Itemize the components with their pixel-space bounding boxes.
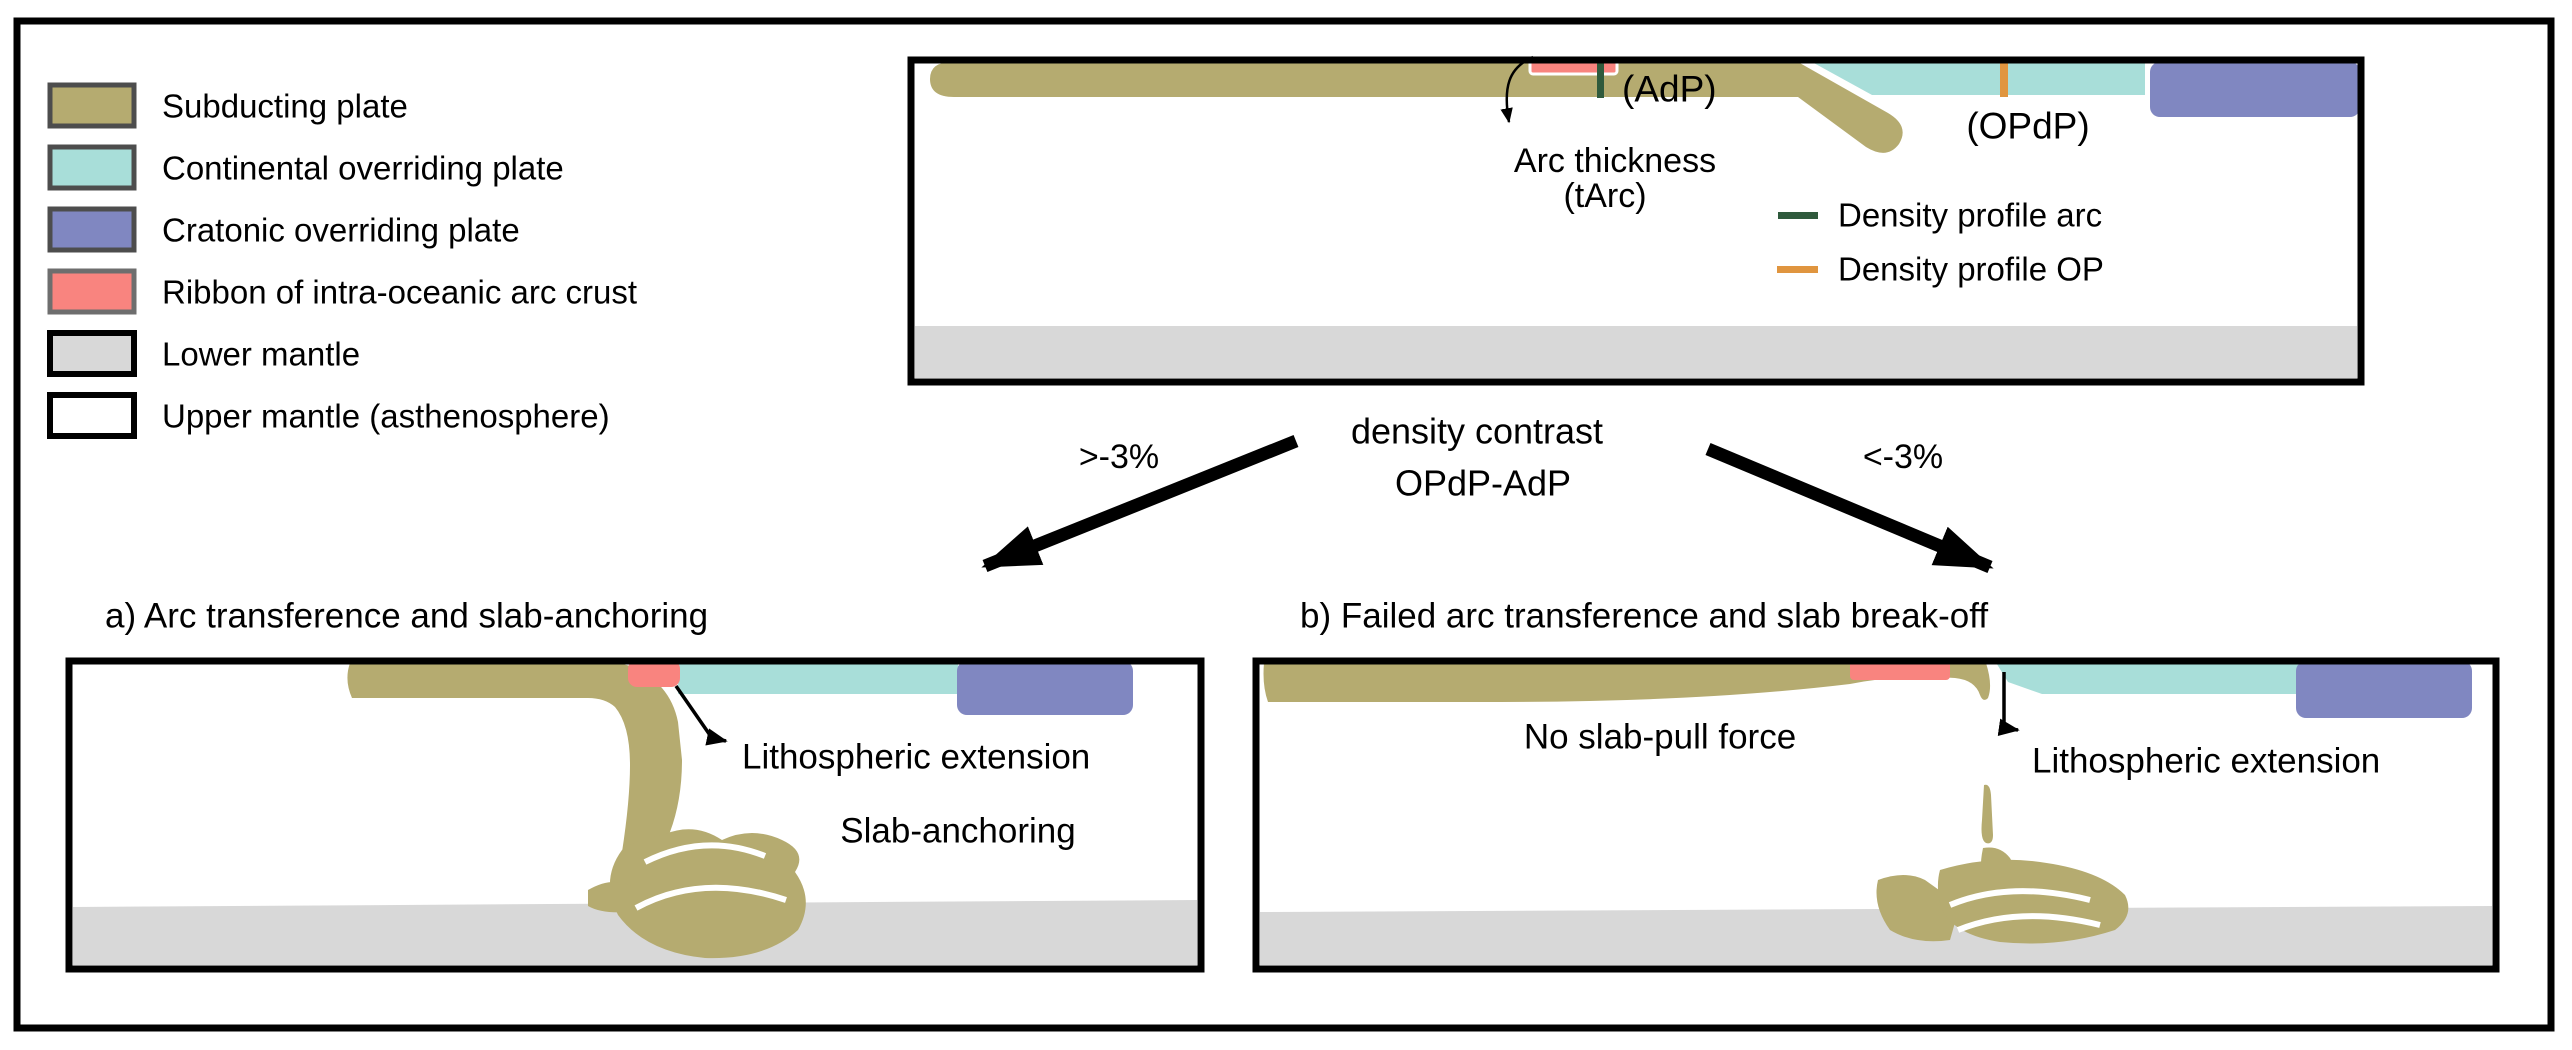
panel-b-lithospheric-extension-label: Lithospheric extension [2032,742,2380,781]
top-panel-border [907,56,2365,386]
panel-a-slab-coil [609,829,806,959]
panel-b-lower-mantle [1260,906,2492,965]
top-panel: (AdP) (OPdP) Arc thickness (tArc) Densit… [907,55,2365,386]
legend-label-continental-overriding-plate: Continental overriding plate [162,150,564,187]
panel-b-arc-ribbon [1850,661,1950,680]
panel-b-lithospheric-extension-arrow [1997,672,2020,736]
legend-label-upper-mantle: Upper mantle (asthenosphere) [162,398,610,435]
panel-b-continental-plate [1995,661,2298,694]
legend-swatch-lower-mantle [47,330,137,377]
top-panel-lower-mantle [915,326,2357,378]
panel-b-slab-strand [1981,784,1993,844]
panel-b: b) Failed arc transference and slab brea… [1252,597,2500,973]
arrow-to-panel-b [1705,443,1994,573]
legend-swatch-subducting-plate [47,82,137,129]
legend: Subducting plate Continental overriding … [47,82,637,439]
panel-a-arc-ribbon [628,660,680,687]
top-panel-subducting-plate [930,62,1903,153]
legend-label-arc-ribbon: Ribbon of intra-oceanic arc crust [162,274,637,311]
density-profile-op-key-icon [1777,266,1818,273]
panel-b-subducting-plate [1263,663,1991,702]
panel-a-lithospheric-extension-arrow [674,685,728,746]
density-profile-op-key-label: Density profile OP [1838,251,2104,288]
panel-b-blob-seam-2 [1956,913,2101,933]
figure-border [13,17,2555,1032]
panel-b-border [1252,657,2500,973]
panel-a-slab-fragment [588,881,632,913]
panel-b-no-slab-pull-label: No slab-pull force [1524,718,1796,757]
top-panel-continental-plate [1812,62,2145,95]
arc-thickness-label-line2: (tArc) [1563,177,1646,215]
density-profile-op-tick [2000,58,2008,97]
right-condition-label: <-3% [1863,438,1943,476]
top-panel-cratonic-plate [2150,62,2360,117]
legend-swatch-upper-mantle [47,392,137,439]
panel-a-border [65,657,1205,973]
panel-a-continental-plate [678,661,958,694]
panel-a: a) Arc transference and slab-anchoring L… [65,597,1205,973]
density-contrast-label-line2: OPdP-AdP [1395,463,1571,504]
arrow-to-panel-a [981,434,1299,573]
legend-label-lower-mantle: Lower mantle [162,336,360,373]
legend-label-subducting-plate: Subducting plate [162,88,408,125]
decision-split: density contrast OPdP-AdP >-3% <-3% [981,411,1994,573]
left-condition-label: >-3% [1079,438,1159,476]
panel-b-cratonic-plate [2296,661,2472,718]
arc-thickness-label-line1: Arc thickness [1514,142,1716,180]
legend-swatch-continental-overriding-plate [47,144,137,191]
opdp-label: (OPdP) [1966,106,2089,147]
density-profile-arc-key-icon [1778,212,1818,219]
panel-b-title: b) Failed arc transference and slab brea… [1300,597,1988,636]
panel-a-coil-seam-2 [634,884,787,911]
legend-swatch-cratonic-overriding-plate [47,206,137,253]
density-profile-arc-tick [1597,61,1604,98]
adp-label: (AdP) [1622,69,1717,110]
panel-a-lithospheric-extension-label: Lithospheric extension [742,738,1090,777]
panel-a-title: a) Arc transference and slab-anchoring [105,597,708,636]
legend-swatch-arc-ribbon [47,268,137,315]
panel-a-coil-seam-1 [643,842,767,865]
panel-b-blob-seam-1 [1948,888,2091,908]
panel-a-subducting-plate [347,663,682,855]
panel-a-cratonic-plate [957,661,1133,715]
legend-label-cratonic-overriding-plate: Cratonic overriding plate [162,212,520,249]
density-contrast-label-line1: density contrast [1351,411,1603,452]
panel-a-slab-anchoring-label: Slab-anchoring [840,812,1075,851]
density-profile-arc-key-label: Density profile arc [1838,197,2102,234]
